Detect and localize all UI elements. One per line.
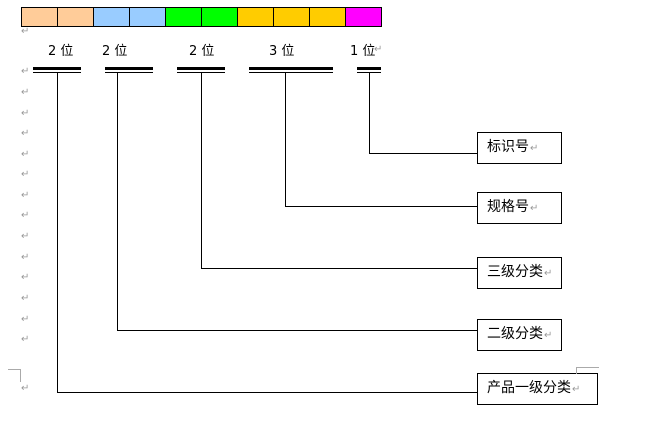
connector-horizontal-5 [369, 153, 477, 154]
connector-vertical-3 [201, 72, 202, 268]
digit-label-group-4: 3 位 [269, 44, 295, 59]
callout-label: 二级分类 [487, 326, 543, 342]
callout-label: 规格号 [487, 199, 529, 215]
connector-horizontal-2 [117, 330, 477, 331]
code-cell-8 [273, 7, 310, 27]
paragraph-mark: ↵ [21, 87, 30, 98]
code-cell-10 [345, 7, 382, 27]
paragraph-mark: ↵ [530, 203, 539, 214]
paragraph-mark: ↵ [544, 330, 553, 341]
callout-label: 三级分类 [487, 264, 543, 280]
paragraph-mark: ↵ [21, 108, 30, 119]
digit-label-group-2: 2 位 [102, 44, 128, 59]
paragraph-mark: ↵ [21, 190, 30, 201]
paragraph-mark: ↵ [21, 272, 30, 283]
code-cell-4 [129, 7, 166, 27]
callout-level-3: 三级分类↵ [477, 257, 562, 289]
digit-label-group-1: 2 位 [48, 44, 74, 59]
code-cell-6 [201, 7, 238, 27]
connector-vertical-4 [285, 72, 286, 206]
callout-level-1: 产品一级分类↵ [477, 373, 598, 405]
paragraph-mark: ↵ [530, 143, 539, 154]
paragraph-mark: ↵ [544, 268, 553, 279]
callout-level-2: 二级分类↵ [477, 319, 562, 351]
paragraph-mark: ↵ [572, 384, 581, 395]
code-cell-2 [57, 7, 94, 27]
code-cell-5 [165, 7, 202, 27]
callout-label: 标识号 [487, 139, 529, 155]
bracket-group-2 [105, 67, 153, 73]
paragraph-mark: ↵ [21, 210, 30, 221]
code-cell-9 [309, 7, 346, 27]
digit-label-group-3: 2 位 [189, 44, 215, 59]
paragraph-mark: ↵ [21, 231, 30, 242]
margin-corner-mark [8, 369, 21, 382]
paragraph-mark: ↵ [21, 66, 30, 77]
callout-identifier: 标识号↵ [477, 132, 562, 164]
paragraph-mark: ↵ [21, 26, 30, 37]
paragraph-mark: ↵ [21, 149, 30, 160]
margin-corner-mark [576, 367, 599, 374]
callout-label: 产品一级分类 [487, 380, 571, 396]
paragraph-mark: ↵ [21, 314, 30, 325]
bracket-group-4 [249, 67, 333, 73]
connector-horizontal-3 [201, 268, 477, 269]
paragraph-mark: ↵ [21, 293, 30, 304]
paragraph-mark: ↵ [21, 169, 30, 180]
code-cell-7 [237, 7, 274, 27]
connector-horizontal-4 [285, 206, 477, 207]
connector-vertical-5 [369, 72, 370, 153]
callout-specification: 规格号↵ [477, 192, 562, 224]
paragraph-mark: ↵ [21, 383, 30, 394]
connector-vertical-2 [117, 72, 118, 330]
paragraph-mark: ↵ [374, 44, 383, 55]
connector-vertical-1 [57, 72, 58, 392]
digit-label-group-5: 1 位 [350, 44, 376, 59]
paragraph-mark: ↵ [21, 334, 30, 345]
connector-horizontal-1 [57, 392, 477, 393]
code-cell-3 [93, 7, 130, 27]
code-cell-1 [21, 7, 58, 27]
paragraph-mark: ↵ [21, 252, 30, 263]
paragraph-mark: ↵ [21, 128, 30, 139]
